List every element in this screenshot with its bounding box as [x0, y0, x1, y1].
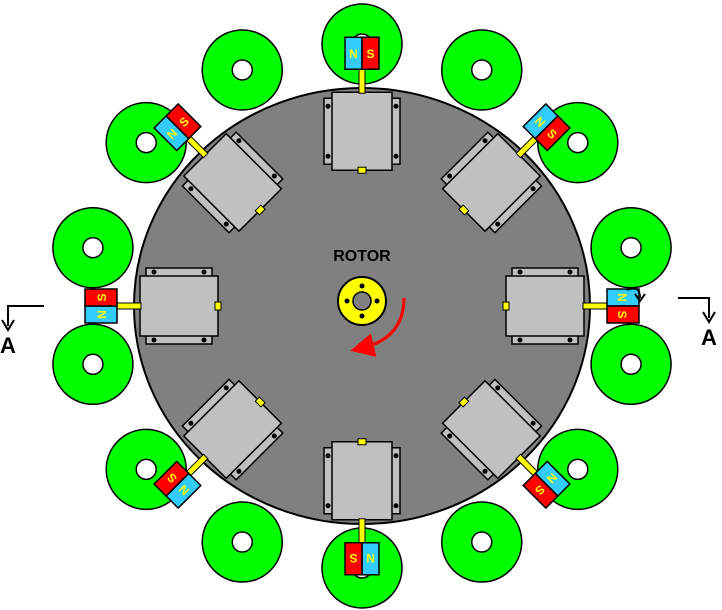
stator-disc: [441, 29, 523, 111]
magnet-north-label: N: [95, 310, 109, 319]
magnet-mount-assembly: NS: [153, 378, 284, 510]
stator-disc: [201, 501, 283, 583]
stator-disc: [590, 323, 672, 406]
rotation-arrow-icon: [350, 297, 406, 357]
stator-disc: [441, 501, 523, 583]
bar-magnet-icon: NS: [84, 288, 118, 324]
section-label-left: A: [0, 333, 16, 358]
magnet-mount-assembly: NS: [440, 378, 571, 510]
section-label-right: A: [701, 325, 717, 350]
bar-magnet-icon: NS: [344, 542, 380, 576]
bar-magnet-icon: NS: [522, 102, 571, 152]
magnet-south-label: S: [349, 551, 357, 565]
stator-disc: [590, 206, 672, 289]
bar-magnet-icon: NS: [153, 460, 202, 510]
magnet-south-label: S: [615, 310, 629, 318]
magnet-south-label: S: [366, 47, 374, 61]
magnet-mount-assembly: NS: [84, 267, 222, 345]
stator-disc: [201, 29, 283, 111]
magnet-mount-assembly: NS: [502, 267, 640, 345]
bar-magnet-icon: NS: [522, 460, 571, 510]
section-marker-right: A: [678, 297, 717, 350]
bar-magnet-icon: NS: [606, 288, 640, 324]
magnet-south-label: S: [95, 293, 109, 301]
bar-magnet-icon: NS: [153, 102, 202, 152]
indicator-arrow-icon: [626, 287, 641, 299]
magnet-mount-assembly: NS: [323, 438, 401, 576]
magnet-mount-assembly: NS: [153, 102, 284, 234]
magnet-mount-assembly: NS: [440, 102, 571, 234]
stator-disc: [52, 323, 134, 406]
magnet-north-label: N: [366, 551, 375, 565]
rotor-label: ROTOR: [333, 248, 391, 265]
stator-disc: [52, 206, 134, 289]
rotor-hub: [337, 276, 387, 326]
magnet-north-label: N: [349, 47, 358, 61]
magnet-north-label: N: [615, 293, 629, 302]
section-marker-left: A: [0, 305, 44, 358]
